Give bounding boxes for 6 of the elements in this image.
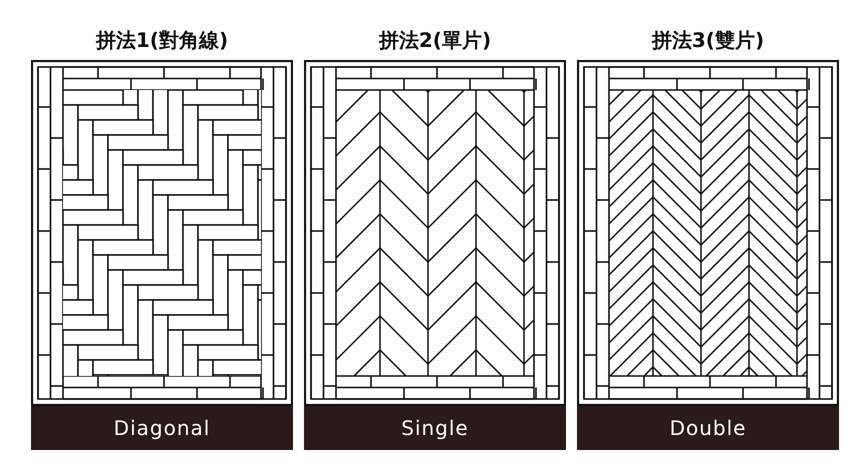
pattern-heading: 拼法3(雙片) bbox=[650, 27, 766, 54]
pattern-heading: 拼法1(對角線) bbox=[94, 27, 230, 54]
pattern-name-bar: Single bbox=[304, 406, 566, 450]
pattern-heading: 拼法2(單片) bbox=[378, 27, 492, 54]
pattern-name-bar: Diagonal bbox=[31, 406, 293, 450]
pattern-name-bar: Double bbox=[577, 406, 839, 450]
